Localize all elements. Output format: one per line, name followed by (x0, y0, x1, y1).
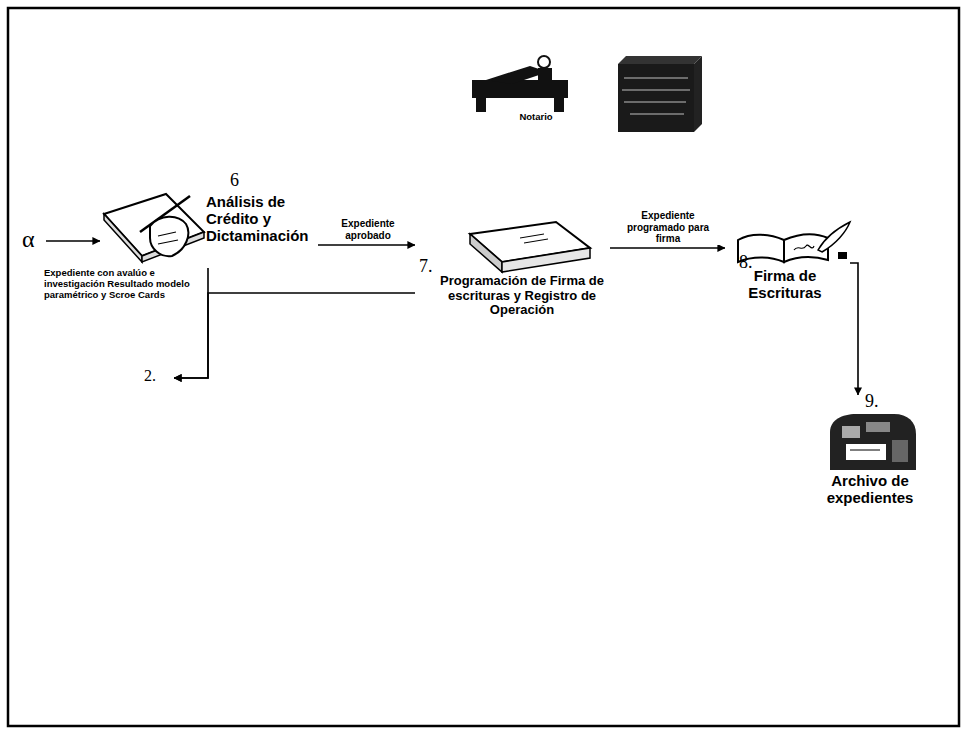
flow-arrow (850, 263, 858, 395)
callout-number: 8. (739, 252, 753, 272)
registry-icon (618, 56, 702, 132)
archive-icon (830, 414, 916, 470)
process-node: 7. Programación de Firma de escrituras y … (415, 222, 610, 352)
book-icon (470, 222, 590, 272)
notario-label: Notario (496, 112, 576, 123)
node-label: Firma de Escrituras (735, 268, 835, 302)
callout-number: 7. (419, 256, 433, 276)
callout-number: 6 (230, 170, 239, 190)
node-label: Análisis de Crédito y Dictaminación (206, 194, 316, 244)
process-node: 2. (140, 367, 174, 389)
process-node: 6Análisis de Crédito y Dictaminación (100, 170, 318, 268)
process-node: 9.Archivo de expedientes (815, 395, 925, 513)
flow-arrow (174, 293, 415, 378)
flow-arrow (610, 247, 725, 249)
frame-border (8, 8, 959, 726)
node-label: Programación de Firma de escrituras y Re… (439, 274, 605, 318)
flow-arrow (46, 240, 100, 242)
node-label: Archivo de expedientes (817, 473, 923, 507)
callout-number: 2. (144, 367, 156, 385)
edge-label: Expediente aprobado (318, 218, 418, 241)
process-node: 8.Firma de Escrituras (725, 222, 850, 322)
input-note: Expediente con avalúo e investigación Re… (44, 268, 192, 301)
callout-number: α (22, 226, 35, 253)
process-node: α (20, 226, 46, 257)
edge-label: Expediente programado para firma (614, 210, 722, 245)
notario-icon (472, 56, 568, 112)
open-book-quill-icon (738, 222, 850, 262)
notebook-hand-icon (104, 194, 204, 262)
flow-arrow (318, 244, 415, 246)
callout-number: 9. (865, 391, 879, 411)
